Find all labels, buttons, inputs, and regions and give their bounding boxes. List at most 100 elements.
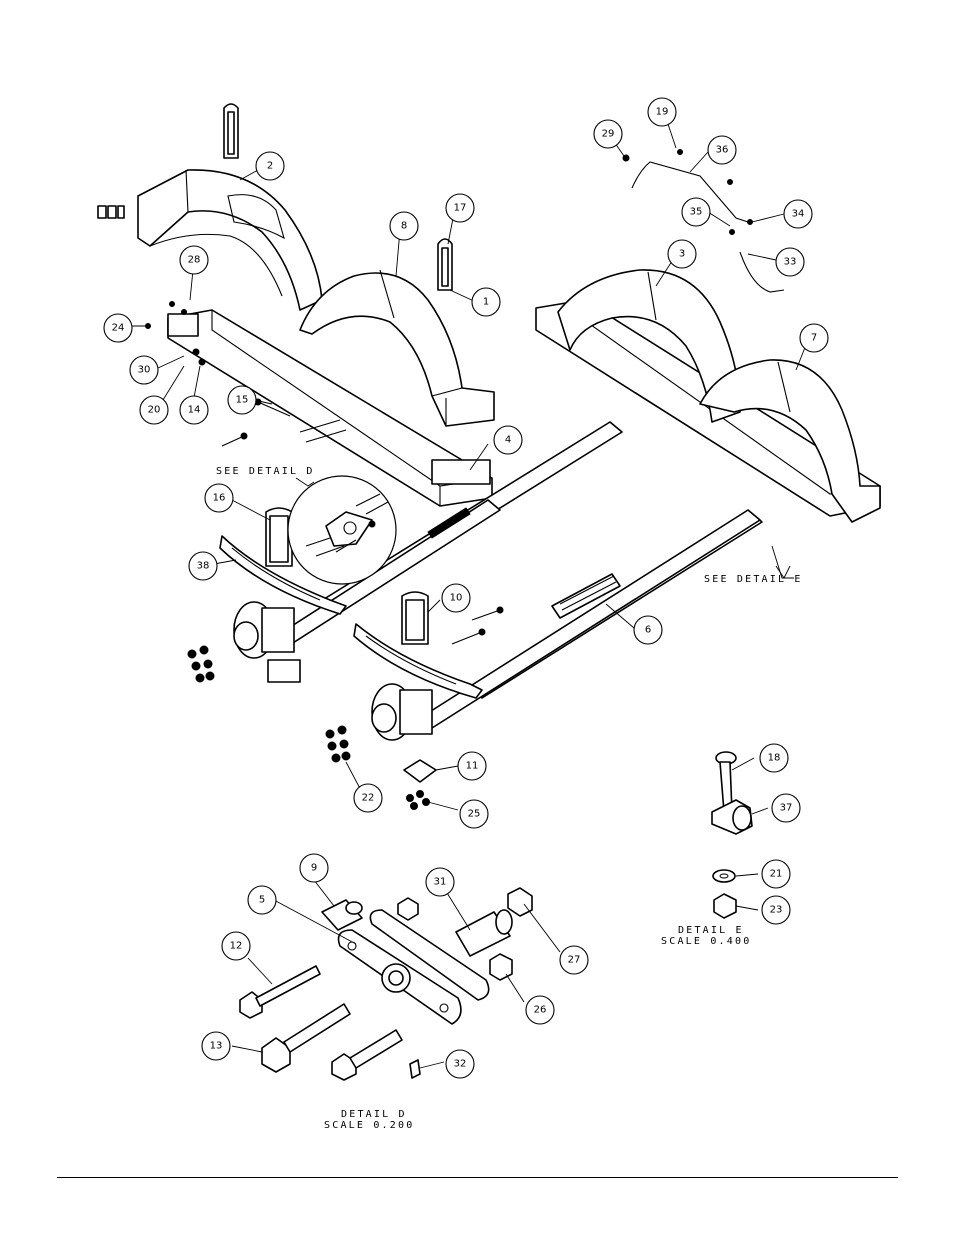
callout-4: 4 <box>493 425 523 455</box>
detail-e-scale: SCALE 0.400 <box>661 936 751 947</box>
detail-e-parts <box>711 751 753 919</box>
lug-nuts-front <box>187 645 215 683</box>
callout-29: 29 <box>593 119 623 149</box>
svg-text:17: 17 <box>454 203 467 214</box>
svg-text:10: 10 <box>450 593 463 604</box>
callout-32: 32 <box>445 1049 475 1079</box>
detail-e-title: DETAIL E <box>678 925 744 936</box>
nut-small-top <box>397 897 419 921</box>
bolt-13 <box>261 1003 351 1073</box>
callout-22: 22 <box>353 783 383 813</box>
hub-rear <box>371 683 433 741</box>
svg-text:26: 26 <box>534 1005 547 1016</box>
callout-12: 12 <box>221 931 251 961</box>
callout-1: 1 <box>471 287 501 317</box>
fender-7 <box>699 359 881 523</box>
u-bolt-10 <box>401 591 429 645</box>
svg-text:18: 18 <box>768 753 781 764</box>
svg-text:34: 34 <box>792 209 805 220</box>
page-footer-rule <box>57 1177 898 1178</box>
callout-11: 11 <box>457 751 487 781</box>
svg-text:22: 22 <box>362 793 375 804</box>
callout-14: 14 <box>179 395 209 425</box>
callout-37: 37 <box>771 793 801 823</box>
bolt-12 <box>239 965 321 1019</box>
callout-31: 31 <box>425 867 455 897</box>
callout-2: 2 <box>255 151 285 181</box>
callout-9: 9 <box>299 853 329 883</box>
plate-nuts <box>406 790 430 810</box>
fender-clip <box>97 205 125 219</box>
main-assembly <box>97 103 881 810</box>
callout-13: 13 <box>201 1031 231 1061</box>
detail-d-title: DETAIL D <box>341 1109 407 1120</box>
callouts: 2 8 17 1 3 7 29 19 36 35 34 33 28 24 30 … <box>103 97 829 1079</box>
callout-36: 36 <box>707 135 737 165</box>
callout-8: 8 <box>389 211 419 241</box>
svg-text:14: 14 <box>188 405 201 416</box>
svg-text:13: 13 <box>210 1041 223 1052</box>
callout-5: 5 <box>247 885 277 915</box>
detail-d-zoom <box>287 475 397 585</box>
callout-23: 23 <box>761 895 791 925</box>
callout-28: 28 <box>179 245 209 275</box>
callout-3: 3 <box>667 239 697 269</box>
svg-text:25: 25 <box>468 809 481 820</box>
brake-line <box>631 161 749 223</box>
svg-text:16: 16 <box>213 493 226 504</box>
svg-text:31: 31 <box>434 877 447 888</box>
hub-front <box>233 601 301 683</box>
detail-d-scale: SCALE 0.200 <box>324 1120 414 1131</box>
callout-34: 34 <box>783 199 813 229</box>
callout-38: 38 <box>188 551 218 581</box>
svg-text:32: 32 <box>454 1059 467 1070</box>
callout-19: 19 <box>647 97 677 127</box>
svg-text:5: 5 <box>259 895 265 906</box>
u-bolt-top-left <box>223 103 239 159</box>
callout-15: 15 <box>227 385 257 415</box>
svg-text:3: 3 <box>679 249 685 260</box>
callout-7: 7 <box>799 323 829 353</box>
callout-26: 26 <box>525 995 555 1025</box>
svg-text:12: 12 <box>230 941 243 952</box>
svg-text:29: 29 <box>602 129 615 140</box>
svg-text:21: 21 <box>770 869 783 880</box>
callout-33: 33 <box>775 247 805 277</box>
lock-nut <box>713 893 737 919</box>
fender-2 <box>137 169 323 311</box>
svg-text:35: 35 <box>690 207 703 218</box>
svg-text:38: 38 <box>197 561 210 572</box>
see-detail-d-label: SEE DETAIL D <box>216 466 315 477</box>
bolt-lower <box>331 1029 403 1081</box>
u-bolt-16 <box>265 507 293 567</box>
svg-text:28: 28 <box>188 255 201 266</box>
detail-labels: SEE DETAIL D SEE DETAIL E DETAIL D SCALE… <box>216 466 803 1131</box>
see-detail-e-label: SEE DETAIL E <box>704 574 803 585</box>
svg-text:19: 19 <box>656 107 669 118</box>
detail-d-parts <box>239 887 533 1081</box>
svg-text:33: 33 <box>784 257 797 268</box>
svg-text:7: 7 <box>811 333 817 344</box>
svg-text:23: 23 <box>770 905 783 916</box>
fender-3 <box>557 269 741 423</box>
svg-text:6: 6 <box>645 625 651 636</box>
svg-text:27: 27 <box>568 955 581 966</box>
callout-30: 30 <box>129 355 159 385</box>
grease-fitting <box>409 1059 421 1079</box>
link-plate-back <box>369 909 490 1001</box>
callout-27: 27 <box>559 945 589 975</box>
svg-text:30: 30 <box>138 365 151 376</box>
fender-8 <box>299 269 495 427</box>
svg-text:15: 15 <box>236 395 249 406</box>
leaf-spring-front <box>219 535 347 615</box>
callout-24: 24 <box>103 313 133 343</box>
brake-fitting-29 <box>622 154 630 162</box>
svg-text:36: 36 <box>716 145 729 156</box>
svg-text:2: 2 <box>267 161 273 172</box>
u-bolt-plate <box>403 759 437 783</box>
brake-hose <box>739 251 785 293</box>
svg-text:37: 37 <box>780 803 793 814</box>
callout-10: 10 <box>441 583 471 613</box>
svg-text:4: 4 <box>505 435 511 446</box>
